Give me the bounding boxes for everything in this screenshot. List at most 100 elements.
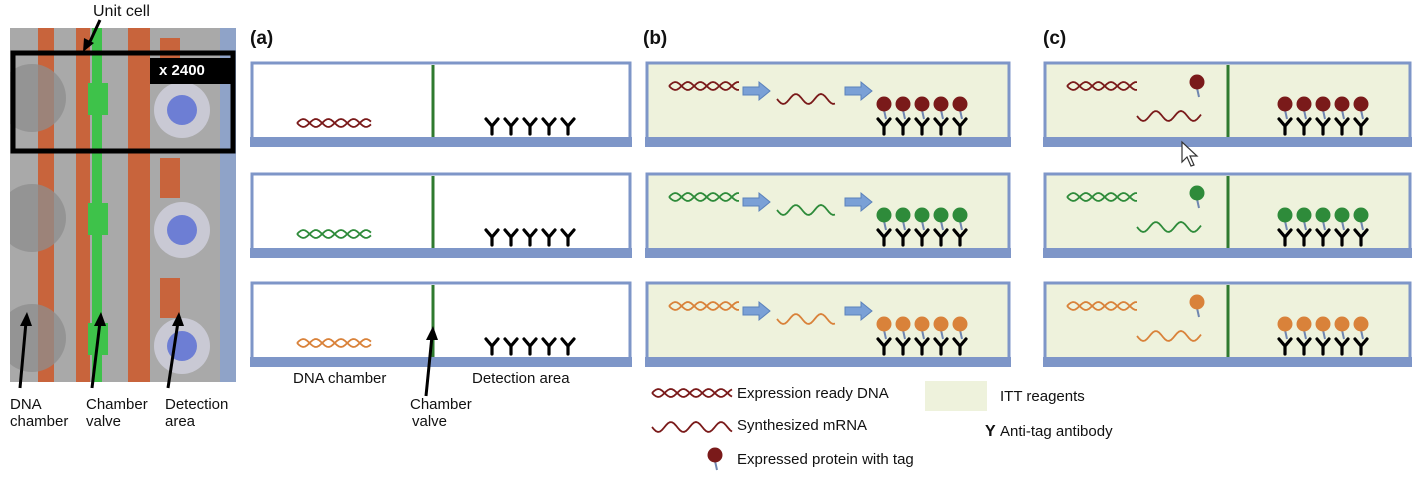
panel-a-chamber-valve-label-2: valve [412, 413, 448, 430]
unit-cell-overlay [10, 19, 236, 389]
anti-tag-antibody [895, 117, 911, 136]
captured-protein [1334, 316, 1350, 340]
captured-protein [1353, 316, 1369, 340]
photo-chamber-valve-label-1: Chamber [86, 396, 148, 413]
anti-tag-antibody [522, 117, 538, 136]
panel-c-row-3 [1043, 281, 1412, 367]
synthesized-mrna [1136, 330, 1202, 342]
anti-tag-antibody [484, 337, 500, 356]
anti-tag-antibody [1296, 117, 1312, 136]
anti-tag-antibody [914, 228, 930, 247]
anti-tag-antibody [1277, 117, 1293, 136]
expression-ready-dna [296, 338, 372, 348]
anti-tag-antibody [1277, 228, 1293, 247]
expressed-protein [1189, 74, 1205, 98]
transcription-arrow [742, 300, 771, 322]
expressed-protein [876, 96, 892, 120]
panel-a-detection-area-label: Detection area [472, 370, 570, 387]
anti-tag-antibody [1315, 117, 1331, 136]
anti-tag-antibody [560, 117, 576, 136]
panel-b-row-1 [645, 61, 1011, 147]
anti-tag-antibody [1334, 337, 1350, 356]
captured-protein [1296, 207, 1312, 231]
expression-ready-dna [1066, 81, 1138, 91]
legend-dna-icon [651, 388, 733, 398]
panel-b-row-2 [645, 172, 1011, 258]
photo-dna-chamber-label-1: DNA [10, 396, 42, 413]
multiplier-label: x 2400 [159, 62, 205, 79]
synthesized-mrna [1136, 221, 1202, 233]
anti-tag-antibody [1334, 228, 1350, 247]
panel-c-row-1 [1043, 61, 1412, 147]
anti-tag-antibody [952, 337, 968, 356]
captured-protein [1277, 316, 1293, 340]
panel-a-letter: (a) [250, 28, 274, 49]
anti-tag-antibody [895, 228, 911, 247]
expressed-protein [1189, 185, 1205, 209]
captured-protein [1296, 316, 1312, 340]
anti-tag-antibody [1315, 228, 1331, 247]
anti-tag-antibody [952, 117, 968, 136]
legend-icons [651, 388, 733, 471]
panel-c-row-2 [1043, 172, 1412, 258]
transcription-arrow [742, 191, 771, 213]
anti-tag-antibody [484, 117, 500, 136]
expressed-protein [895, 96, 911, 120]
synthesized-mrna [776, 313, 836, 325]
panel-a-dna-chamber-label: DNA chamber [293, 370, 387, 387]
anti-tag-antibody [914, 117, 930, 136]
legend-protein-label: Expressed protein with tag [737, 451, 914, 468]
captured-protein [1353, 96, 1369, 120]
legend-dna-label: Expression ready DNA [737, 385, 889, 402]
chamber-valve-pointer-head [426, 326, 438, 340]
photo-chamber-valve-label-2: valve [86, 413, 122, 430]
multiplier-box [150, 58, 234, 84]
expression-ready-dna [296, 118, 372, 128]
panel-a-chamber-valve-label-1: Chamber [410, 396, 472, 413]
panel-a-row-3 [250, 281, 632, 367]
expression-ready-dna [668, 192, 740, 202]
synthesized-mrna [1136, 110, 1202, 122]
captured-protein [1315, 96, 1331, 120]
captured-protein [1334, 207, 1350, 231]
mouse-cursor-icon [1181, 140, 1199, 167]
anti-tag-antibody [1353, 337, 1369, 356]
panel-b-row-3 [645, 281, 1011, 367]
expressed-protein [876, 316, 892, 340]
captured-protein [1277, 96, 1293, 120]
anti-tag-antibody [484, 228, 500, 247]
photo-detection-area-label-1: Detection [165, 396, 229, 413]
anti-tag-antibody [876, 228, 892, 247]
transcription-arrow [742, 80, 771, 102]
anti-tag-antibody [1353, 117, 1369, 136]
anti-tag-antibody [560, 228, 576, 247]
photo-dna-chamber-label-2: chamber [10, 413, 69, 430]
anti-tag-antibody [1353, 228, 1369, 247]
synthesized-mrna [776, 204, 836, 216]
expression-ready-dna [1066, 192, 1138, 202]
anti-tag-antibody [541, 228, 557, 247]
anti-tag-antibody [541, 337, 557, 356]
panel-a-row-2 [250, 172, 632, 258]
captured-protein [1334, 96, 1350, 120]
expressed-protein [914, 316, 930, 340]
expressed-protein [952, 96, 968, 120]
translation-arrow [844, 191, 873, 213]
anti-tag-antibody [952, 228, 968, 247]
anti-tag-antibody [933, 337, 949, 356]
chamber-valve-pointer [424, 335, 434, 397]
expressed-protein [1189, 294, 1205, 318]
translation-arrow [844, 80, 873, 102]
anti-tag-antibody [876, 117, 892, 136]
legend-itt-label: ITT reagents [1000, 388, 1085, 405]
panel-b-letter: (b) [643, 28, 668, 49]
expression-ready-dna [1066, 301, 1138, 311]
expressed-protein [914, 207, 930, 231]
expressed-protein [914, 96, 930, 120]
anti-tag-antibody [933, 228, 949, 247]
expressed-protein [895, 207, 911, 231]
anti-tag-antibody [1277, 337, 1293, 356]
expression-ready-dna [668, 81, 740, 91]
legend-antibody-label: Anti-tag antibody [1000, 423, 1113, 440]
